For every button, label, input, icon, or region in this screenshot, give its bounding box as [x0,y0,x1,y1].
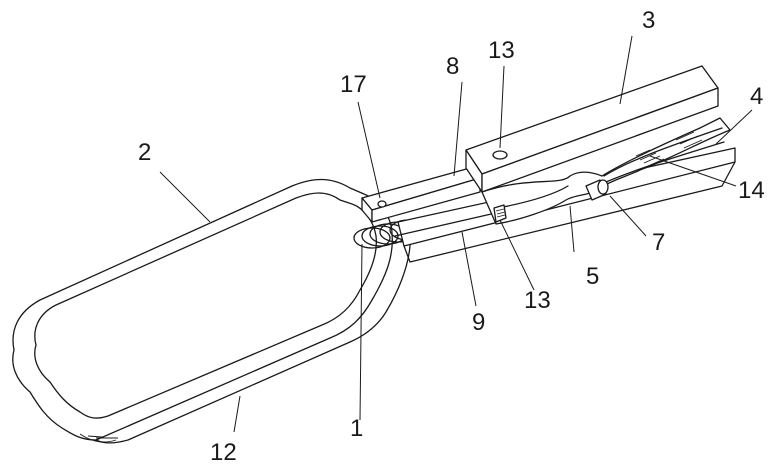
label-3: 3 [642,7,655,34]
label-17: 17 [340,71,367,98]
label-13-top: 13 [488,37,515,64]
label-7: 7 [652,229,665,256]
label-14: 14 [738,177,765,204]
label-8: 8 [446,53,459,80]
reference-labels: 1 2 3 4 5 7 8 9 12 13 13 14 17 [138,7,765,466]
label-5: 5 [586,263,599,290]
label-13-bottom: 13 [524,287,551,314]
label-1: 1 [350,415,363,442]
label-9: 9 [472,309,485,336]
label-4: 4 [750,83,763,110]
lower-bar [395,148,735,262]
label-2: 2 [138,139,151,166]
handle-loop [13,180,410,444]
label-12: 12 [210,439,237,466]
